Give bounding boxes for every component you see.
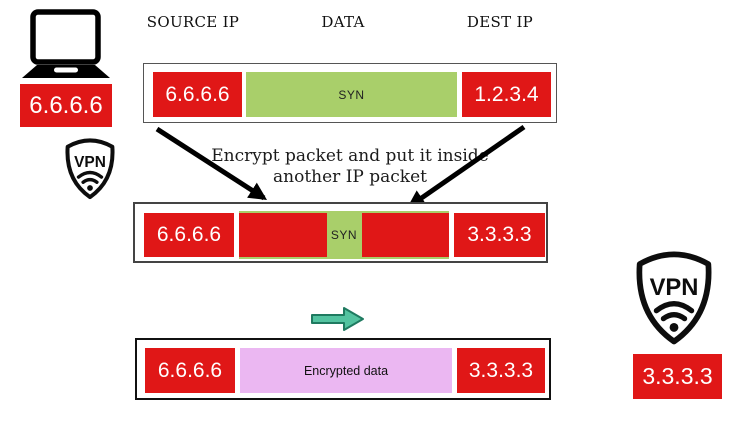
client-ip-badge: 6.6.6.6 (20, 84, 112, 127)
packet-encrypted-data: Encrypted data (240, 348, 452, 393)
vpn-shield-label: VPN (650, 274, 699, 301)
shield-outline (636, 251, 712, 345)
packet-original-source-ip: 6.6.6.6 (153, 72, 242, 117)
laptop-notch (54, 67, 78, 73)
packet-encrypted: 6.6.6.6 Encrypted data 3.3.3.3 (135, 338, 551, 400)
wifi-icon (76, 170, 104, 191)
packet-encrypted-source-ip: 6.6.6.6 (145, 348, 235, 393)
packet-original-dest-ip: 1.2.3.4 (462, 72, 551, 117)
packet-encapsulated-dest-ip: 3.3.3.3 (454, 213, 545, 257)
column-header-data: DATA (321, 13, 365, 31)
packet-encrypted-dest-ip: 3.3.3.3 (457, 348, 545, 393)
packet-encapsulated: 6.6.6.6 SYN 3.3.3.3 (133, 202, 548, 263)
laptop-icon (22, 9, 110, 78)
inner-packet-dest-block (362, 213, 449, 257)
encrypt-annotation: Encrypt packet and put it inside another… (195, 146, 505, 188)
wifi-icon (653, 301, 695, 332)
packet-encapsulated-source-ip: 6.6.6.6 (144, 213, 234, 257)
vpn-shield-icon: VPN (636, 251, 712, 345)
packet-original-data: SYN (246, 72, 457, 117)
encrypt-annotation-line2: another IP packet (273, 167, 427, 187)
laptop-screen (30, 9, 101, 65)
column-header-source-ip: SOURCE IP (146, 13, 240, 31)
packet-encapsulated-inner-packet: SYN (239, 211, 449, 259)
inner-packet-data: SYN (330, 228, 358, 242)
vpn-shield-label: VPN (74, 154, 106, 171)
vpn-shield-icon: VPN (65, 138, 115, 200)
inner-packet-source-block (239, 213, 327, 257)
column-header-dest-ip: DEST IP (466, 13, 534, 31)
vpn-server-ip-badge: 3.3.3.3 (633, 354, 722, 399)
packet-original: 6.6.6.6 SYN 1.2.3.4 (143, 63, 557, 123)
shield-outline (65, 138, 115, 200)
teal-arrow-icon (311, 307, 364, 331)
encrypt-annotation-line1: Encrypt packet and put it inside (211, 146, 489, 166)
